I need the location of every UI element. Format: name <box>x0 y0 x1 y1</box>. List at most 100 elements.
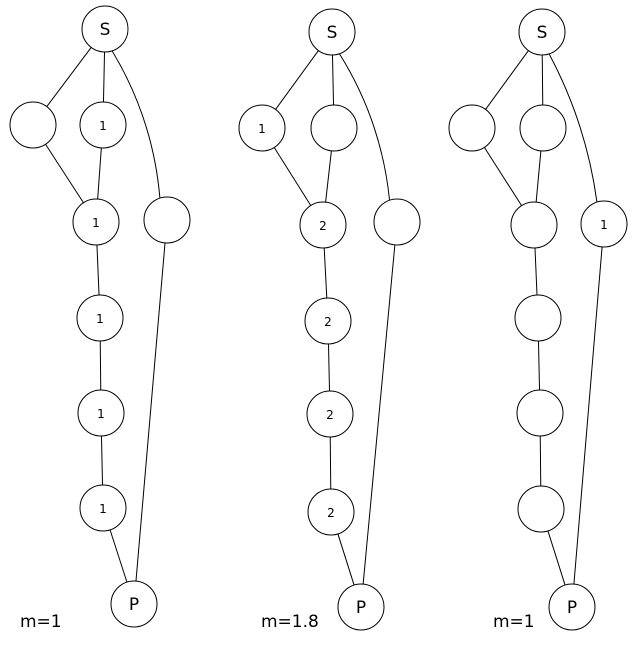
edge-c-e <box>534 247 538 296</box>
node-circle <box>580 200 628 248</box>
edge-e-f <box>99 340 102 391</box>
node-f <box>516 389 564 437</box>
edge-f-g <box>100 435 104 486</box>
node-circle <box>448 104 496 152</box>
node-S: S <box>308 8 356 56</box>
edge-d-P <box>573 246 603 585</box>
node-label: 1 <box>600 218 608 232</box>
node-label: S <box>100 20 111 40</box>
edge-f-g <box>329 436 332 490</box>
edge-d-P <box>135 242 166 582</box>
graph-right: S 1P <box>448 8 628 631</box>
edge-S-b <box>102 51 106 103</box>
node-circle <box>310 104 358 152</box>
node-label: 1 <box>99 119 107 133</box>
node-label: 1 <box>92 216 100 230</box>
node-circle <box>81 5 129 53</box>
node-circle <box>514 294 562 342</box>
node-label: 1 <box>97 407 105 421</box>
node-b <box>310 104 358 152</box>
node-circle <box>519 104 567 152</box>
edge-b-c <box>535 150 542 203</box>
node-P: P <box>548 583 596 631</box>
edge-e-f <box>327 343 331 392</box>
node-P: P <box>110 580 158 628</box>
edge-g-P <box>547 530 566 586</box>
node-d: 1 <box>580 200 628 248</box>
node-circle <box>143 196 191 244</box>
edge-b-c <box>325 150 332 203</box>
node-label: S <box>327 23 338 43</box>
node-c <box>510 201 558 249</box>
node-a: 1 <box>238 104 286 152</box>
node-e <box>514 294 562 342</box>
edge-S-a <box>275 50 319 110</box>
node-circle <box>79 101 127 149</box>
node-circle <box>77 389 125 437</box>
node-g: 1 <box>79 484 127 532</box>
node-circle <box>337 583 385 631</box>
node-d <box>373 198 421 246</box>
edge-S-a <box>485 50 529 110</box>
edge-a-c <box>273 147 312 206</box>
node-circle <box>76 294 124 342</box>
node-label: 1 <box>99 502 107 516</box>
node-e: 1 <box>76 294 124 342</box>
edge-d-P <box>362 244 396 585</box>
node-label: 1 <box>258 122 266 136</box>
node-a <box>448 104 496 152</box>
node-label: 2 <box>324 315 332 329</box>
graph-middle: S 1 2 2 2 2P <box>238 8 421 631</box>
edge-S-a <box>46 47 92 107</box>
node-label: 2 <box>319 219 327 233</box>
edge-g-P <box>337 533 355 586</box>
node-g <box>517 485 565 533</box>
node-circle <box>238 104 286 152</box>
node-label: P <box>356 598 366 618</box>
edge-a-c <box>483 147 523 206</box>
caption-middle: m=1.8 <box>261 612 319 632</box>
node-b: 1 <box>79 101 127 149</box>
node-circle <box>510 201 558 249</box>
node-P: P <box>337 583 385 631</box>
node-label: P <box>129 595 139 615</box>
node-circle <box>307 488 355 536</box>
edge-g-P <box>109 529 128 583</box>
edge-e-f <box>537 340 541 391</box>
edge-b-c <box>97 147 102 200</box>
node-circle <box>517 485 565 533</box>
edge-S-b <box>541 54 544 106</box>
caption-right: m=1 <box>493 612 535 632</box>
node-label: S <box>537 23 548 43</box>
node-circle <box>72 198 120 246</box>
caption-left: m=1 <box>20 612 62 632</box>
node-c: 1 <box>72 198 120 246</box>
node-circle <box>548 583 596 631</box>
edge-S-d <box>548 53 598 203</box>
node-circle <box>79 484 127 532</box>
node-label: P <box>567 598 577 618</box>
edge-c-e <box>96 244 100 296</box>
node-circle <box>308 8 356 56</box>
node-circle <box>516 389 564 437</box>
node-circle <box>304 297 352 345</box>
node-circle <box>373 198 421 246</box>
node-g: 2 <box>307 488 355 536</box>
node-d <box>143 196 191 244</box>
node-S: S <box>81 5 129 53</box>
node-e: 2 <box>304 297 352 345</box>
node-circle <box>9 101 57 149</box>
node-b <box>519 104 567 152</box>
node-a <box>9 101 57 149</box>
edge-f-g <box>539 435 542 487</box>
node-label: 1 <box>96 312 104 326</box>
node-circle <box>306 390 354 438</box>
edge-a-c <box>45 144 84 203</box>
edge-S-b <box>331 54 335 106</box>
node-label: 2 <box>326 408 334 422</box>
node-label: 2 <box>327 506 335 520</box>
node-c: 2 <box>299 201 347 249</box>
edge-S-d <box>111 50 161 199</box>
node-S: S <box>518 8 566 56</box>
